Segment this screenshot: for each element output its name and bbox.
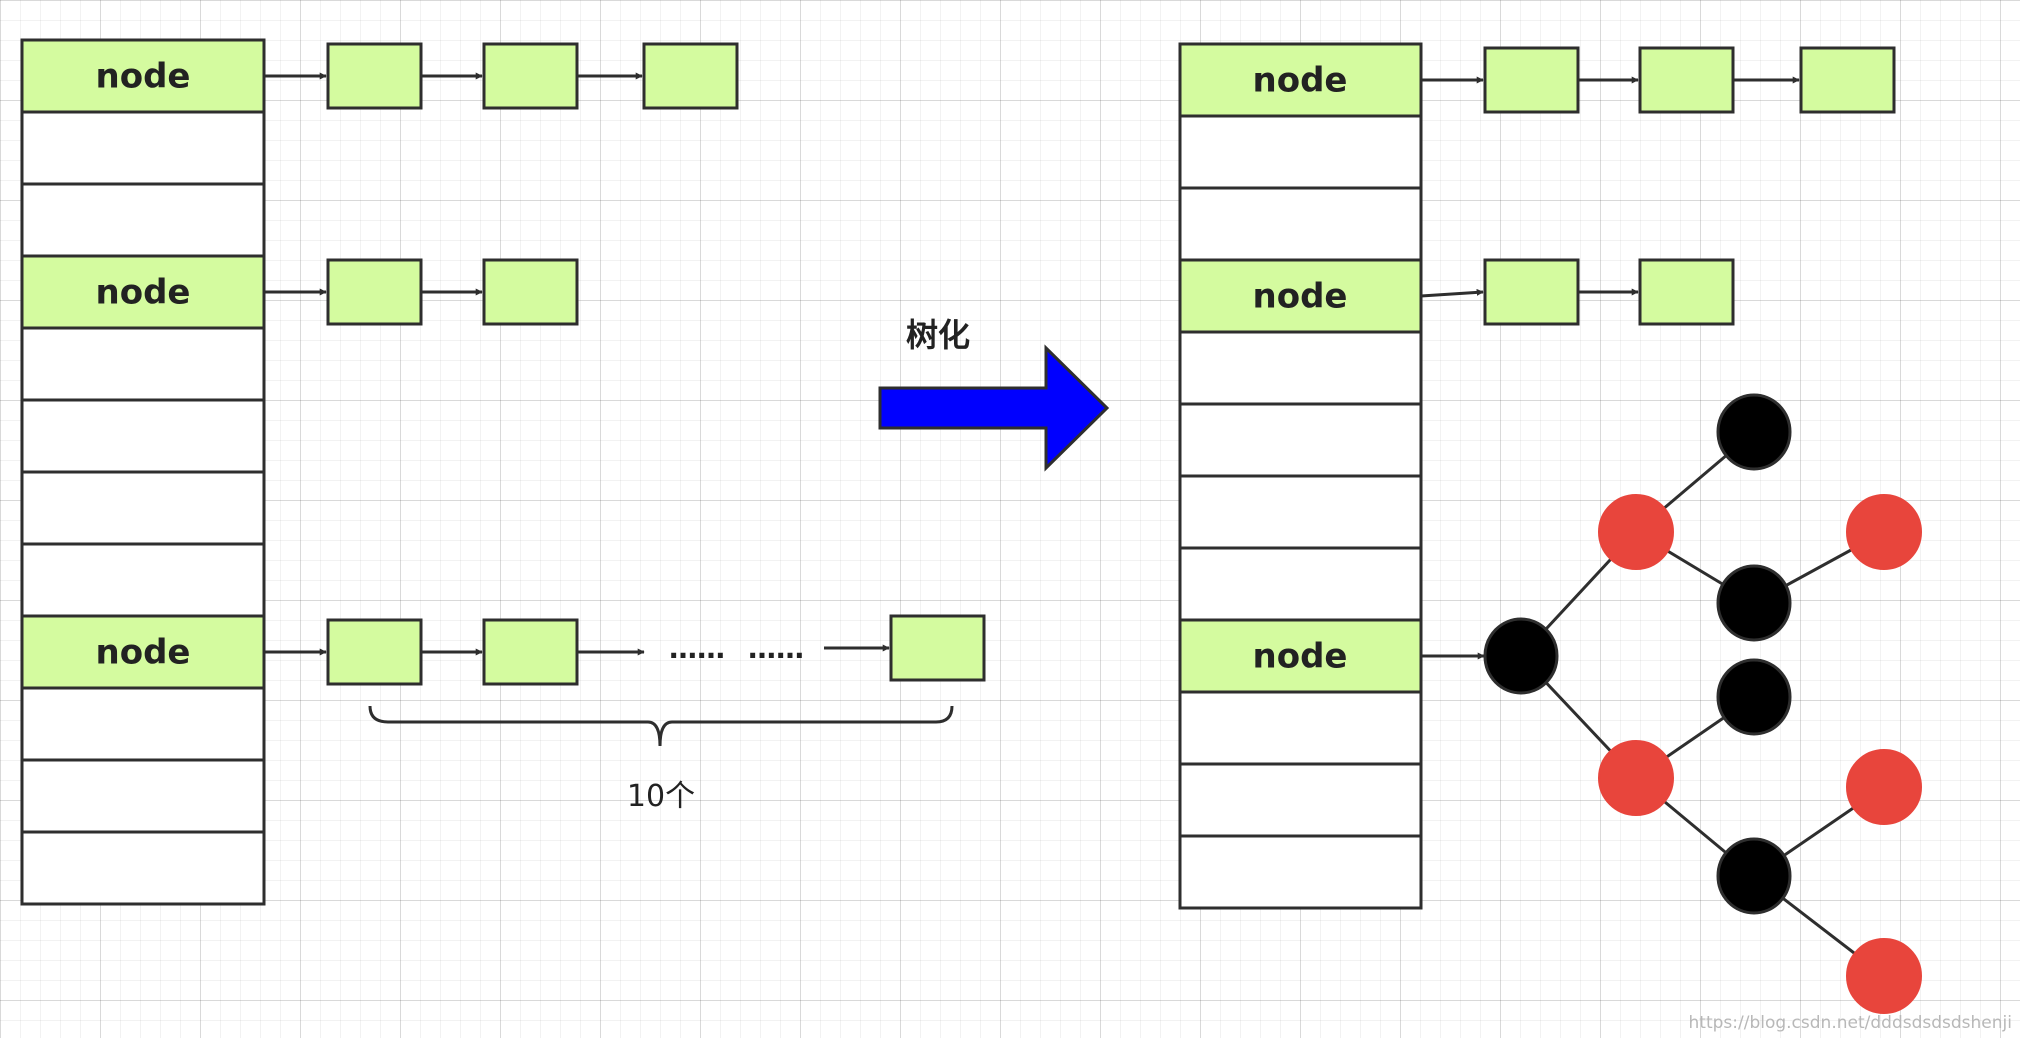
count-brace: 10个 bbox=[368, 705, 954, 814]
curly-brace bbox=[368, 705, 954, 747]
bucket-empty bbox=[1178, 546, 1423, 622]
left-list-3-long: …… …… bbox=[264, 614, 986, 686]
watermark: https://blog.csdn.net/dddsdsdsdshenji bbox=[1689, 1013, 2012, 1033]
right-bucket-array: node node node bbox=[1178, 42, 1423, 910]
list-node bbox=[642, 42, 739, 110]
left-list-1 bbox=[264, 42, 739, 110]
tree-node-black bbox=[1716, 658, 1792, 736]
bucket-empty bbox=[20, 542, 266, 618]
list-node bbox=[1483, 258, 1580, 326]
list-arrow bbox=[1420, 288, 1484, 298]
bucket-node-label: node bbox=[1253, 637, 1348, 677]
list-node bbox=[326, 42, 423, 110]
bucket-node-label: node bbox=[1253, 277, 1348, 317]
bucket-empty bbox=[1178, 330, 1423, 406]
list-node bbox=[482, 258, 579, 326]
list-node bbox=[482, 42, 579, 110]
tree-node-red bbox=[1846, 494, 1922, 570]
bucket-empty bbox=[20, 326, 266, 402]
red-black-tree bbox=[1421, 393, 1922, 1014]
tree-node-black bbox=[1716, 564, 1792, 642]
tree-node-black bbox=[1716, 393, 1792, 471]
list-node bbox=[326, 258, 423, 326]
bucket-empty bbox=[1178, 762, 1423, 838]
tree-node-black bbox=[1716, 837, 1792, 915]
list-node bbox=[482, 618, 579, 686]
treeify-transition: 树化 bbox=[878, 316, 1110, 472]
ellipsis: …… bbox=[748, 632, 804, 665]
list-node bbox=[1638, 258, 1735, 326]
list-node bbox=[889, 614, 986, 682]
bucket-node-label: node bbox=[96, 273, 191, 313]
bucket-node-label: node bbox=[96, 57, 191, 97]
bucket-node bbox=[20, 254, 266, 330]
bucket-empty bbox=[1178, 474, 1423, 550]
bucket-node-label: node bbox=[96, 633, 191, 673]
tree-node-red bbox=[1598, 740, 1674, 816]
bucket-empty bbox=[20, 470, 266, 546]
list-node bbox=[1638, 46, 1735, 114]
bucket-node-label: node bbox=[1253, 61, 1348, 101]
bucket-empty bbox=[20, 758, 266, 834]
bucket-empty bbox=[1178, 114, 1423, 190]
right-list-2 bbox=[1420, 258, 1735, 326]
bucket-empty bbox=[1178, 402, 1423, 478]
bucket-empty bbox=[20, 182, 266, 258]
list-node bbox=[1799, 46, 1896, 114]
tree-node-red bbox=[1846, 938, 1922, 1014]
bucket-empty bbox=[20, 686, 266, 762]
list-node bbox=[1483, 46, 1580, 114]
tree-node-red bbox=[1598, 494, 1674, 570]
count-label: 10个 bbox=[627, 779, 695, 814]
bucket-empty bbox=[1178, 690, 1423, 766]
big-arrow-icon bbox=[878, 344, 1110, 472]
treeify-label: 树化 bbox=[906, 316, 970, 354]
bucket-empty bbox=[20, 830, 266, 906]
bucket-node bbox=[20, 38, 266, 114]
right-list-1 bbox=[1421, 46, 1896, 114]
left-list-2 bbox=[264, 258, 579, 326]
list-node bbox=[326, 618, 423, 686]
bucket-empty bbox=[1178, 186, 1423, 262]
tree-node-black bbox=[1483, 617, 1559, 695]
ellipsis: …… bbox=[669, 632, 725, 665]
bucket-empty bbox=[1178, 834, 1423, 910]
left-bucket-array: node node node bbox=[20, 38, 266, 906]
tree-node-red bbox=[1846, 749, 1922, 825]
bucket-empty bbox=[20, 110, 266, 186]
bucket-empty bbox=[20, 398, 266, 474]
